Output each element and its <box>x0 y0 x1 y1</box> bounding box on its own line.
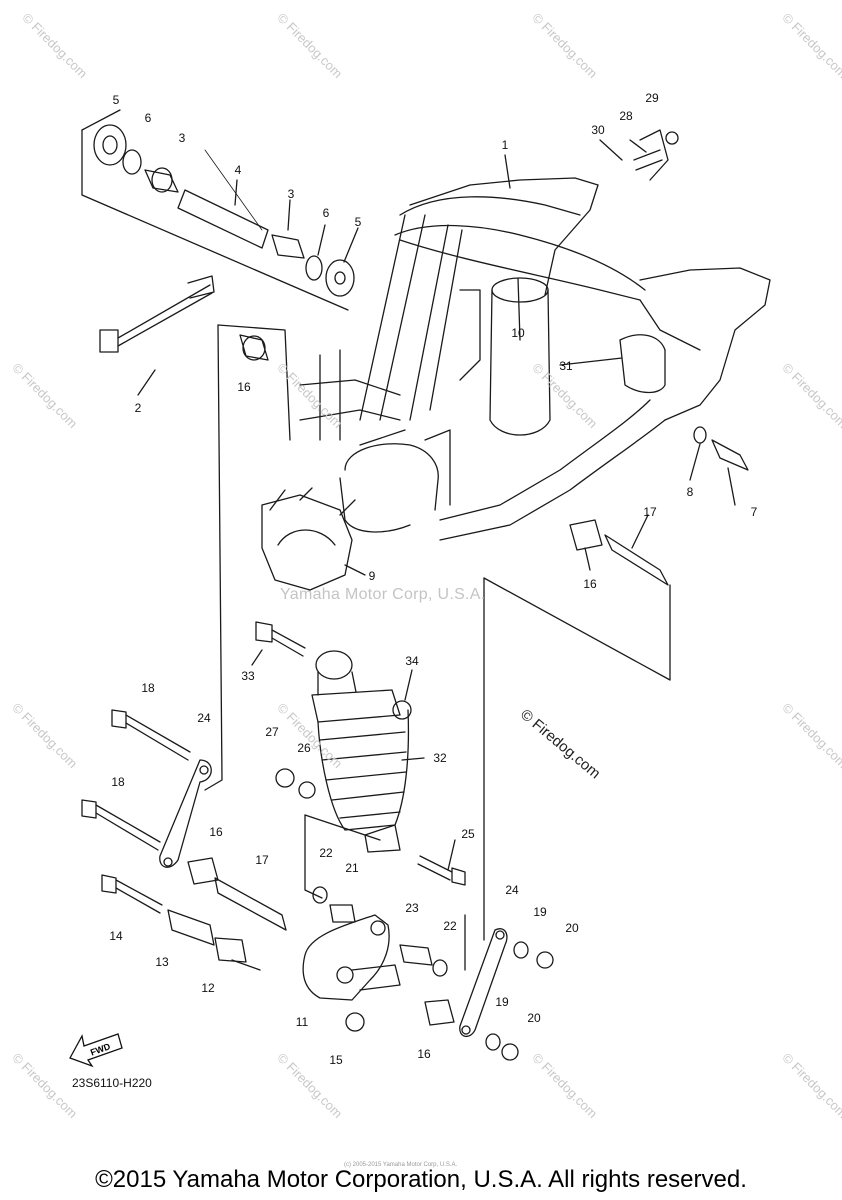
callout-2: 2 <box>134 401 142 415</box>
callout-20: 20 <box>527 1011 541 1025</box>
footer-copyright: ©2015 Yamaha Motor Corporation, U.S.A. A… <box>95 1166 747 1193</box>
center-watermark: Yamaha Motor Corp, U.S.A. <box>280 586 486 603</box>
callout-15: 15 <box>329 1053 343 1067</box>
callout-34: 34 <box>405 654 419 668</box>
callout-8: 8 <box>686 485 694 499</box>
callout-28: 28 <box>619 109 633 123</box>
callout-22: 22 <box>443 919 457 933</box>
fwd-arrow-icon: FWD <box>69 1033 123 1068</box>
callout-16: 16 <box>583 577 597 591</box>
callout-22: 22 <box>319 846 333 860</box>
callout-4: 4 <box>234 163 242 177</box>
callout-20: 20 <box>565 921 579 935</box>
callout-18: 18 <box>141 681 155 695</box>
callout-24: 24 <box>505 883 519 897</box>
callout-3: 3 <box>287 187 295 201</box>
callout-31: 31 <box>559 359 573 373</box>
callout-14: 14 <box>109 929 123 943</box>
callout-16: 16 <box>417 1047 431 1061</box>
callout-16: 16 <box>209 825 223 839</box>
callout-17: 17 <box>255 853 269 867</box>
callout-1: 1 <box>501 138 509 152</box>
callout-18: 18 <box>111 775 125 789</box>
callout-32: 32 <box>433 751 447 765</box>
callout-5: 5 <box>112 93 120 107</box>
callout-11: 11 <box>295 1015 309 1029</box>
callout-33: 33 <box>241 669 255 683</box>
callout-25: 25 <box>461 827 475 841</box>
callout-21: 21 <box>345 861 359 875</box>
callout-10: 10 <box>511 326 525 340</box>
callout-29: 29 <box>645 91 659 105</box>
callout-24: 24 <box>197 711 211 725</box>
callout-19: 19 <box>533 905 547 919</box>
callout-7: 7 <box>750 505 758 519</box>
callout-23: 23 <box>405 901 419 915</box>
diagram-code: 23S6110-H220 <box>72 1076 152 1090</box>
callout-30: 30 <box>591 123 605 137</box>
callout-13: 13 <box>155 955 169 969</box>
callout-27: 27 <box>265 725 279 739</box>
callout-3: 3 <box>178 131 186 145</box>
callout-5: 5 <box>354 215 362 229</box>
callout-26: 26 <box>297 741 311 755</box>
callout-12: 12 <box>201 981 215 995</box>
callout-6: 6 <box>144 111 152 125</box>
callout-16: 16 <box>237 380 251 394</box>
callout-6: 6 <box>322 206 330 220</box>
tiny-copyright: (c) 2005-2015 Yamaha Motor Corp, U.S.A. <box>344 1162 458 1168</box>
callout-19: 19 <box>495 995 509 1009</box>
callout-9: 9 <box>368 569 376 583</box>
callout-17: 17 <box>643 505 657 519</box>
